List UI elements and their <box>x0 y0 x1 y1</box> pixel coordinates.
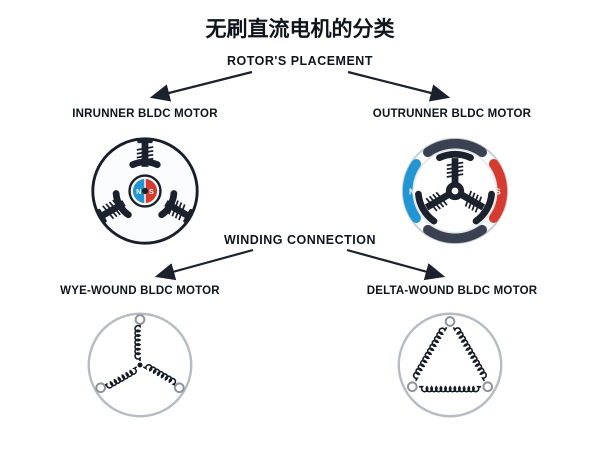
south-pole-label: S <box>149 187 154 196</box>
stator-poles <box>96 138 194 224</box>
wye-winding-diagram <box>87 312 193 418</box>
terminal-b <box>482 381 494 393</box>
arrow-to-wye <box>154 248 254 281</box>
south-magnet <box>145 178 158 204</box>
terminal-a <box>134 314 146 325</box>
winding-boundary <box>397 312 503 418</box>
delta-winding-diagram <box>397 312 503 418</box>
north-magnet-arc <box>402 159 422 223</box>
outrunner-motor-diagram: N S <box>401 137 509 245</box>
top-magnet-arc <box>423 138 487 158</box>
inner-rotor: N S <box>128 174 162 208</box>
bottom-magnet-arc <box>423 224 487 244</box>
delta-label: DELTA-WOUND BLDC MOTOR <box>366 285 538 297</box>
south-magnet-arc <box>488 159 508 223</box>
inrunner-motor-diagram: N S <box>91 137 199 245</box>
north-pole-label: N <box>136 187 141 196</box>
arrow-to-delta <box>346 248 446 281</box>
winding-connection-heading: WINDING CONNECTION <box>223 233 377 247</box>
page-title: 无刷直流电机的分类 <box>205 18 395 41</box>
south-pole-label: S <box>495 187 501 196</box>
terminal-b <box>174 382 185 394</box>
north-pole-label: N <box>409 187 415 196</box>
terminal-c <box>406 381 418 393</box>
arrow-to-inrunner <box>149 70 253 102</box>
rotor-placement-heading: ROTOR'S PLACEMENT <box>227 54 373 68</box>
shaft-hole <box>451 187 459 195</box>
neutral-point <box>137 362 143 368</box>
shaft <box>141 187 149 195</box>
wye-label: WYE-WOUND BLDC MOTOR <box>60 285 220 297</box>
arrow-to-outrunner <box>347 70 451 102</box>
outrunner-label: OUTRUNNER BLDC MOTOR <box>372 108 532 120</box>
stator-poles <box>415 150 495 225</box>
terminal-c <box>95 382 106 394</box>
inrunner-label: INRUNNER BLDC MOTOR <box>72 108 218 120</box>
terminal-a <box>444 316 456 327</box>
north-magnet <box>132 178 145 204</box>
